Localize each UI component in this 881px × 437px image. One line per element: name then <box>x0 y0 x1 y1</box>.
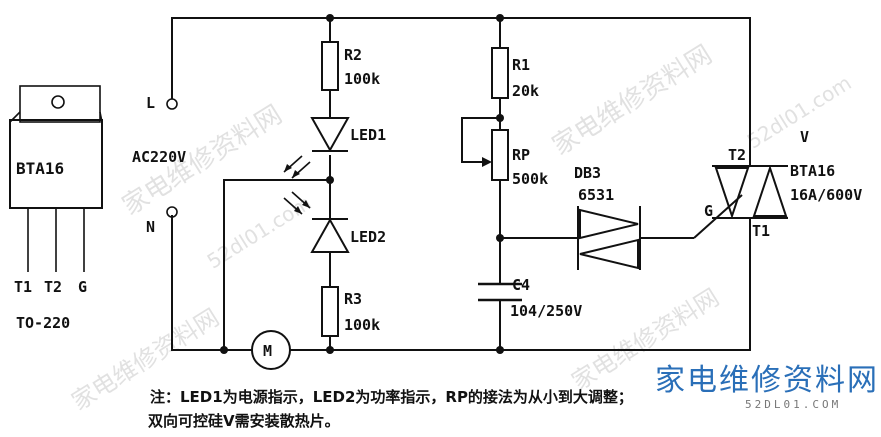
motor-symbol <box>251 330 291 370</box>
r3-name: R3 <box>344 290 362 308</box>
supply-n-label: N <box>146 218 155 236</box>
triac-rating: 16A/600V <box>790 186 862 204</box>
pin-t1-label: T1 <box>14 278 32 296</box>
note-line-2: 双向可控硅V需安装散热片。 <box>148 412 340 430</box>
package-case-label: TO-220 <box>16 314 70 332</box>
rp-name: RP <box>512 146 530 164</box>
pin-g-label: G <box>78 278 87 296</box>
potentiometer-rp <box>482 129 509 181</box>
supply-voltage-label: AC220V <box>132 148 186 166</box>
package-part-label: BTA16 <box>16 159 64 178</box>
terminal-l <box>166 98 178 110</box>
pin-t2-label: T2 <box>44 278 62 296</box>
led2-symbol <box>283 191 350 253</box>
triac-part: BTA16 <box>790 162 835 180</box>
db3-name: DB3 <box>574 164 601 182</box>
supply-l-label: L <box>146 94 155 112</box>
rp-value: 500k <box>512 170 548 188</box>
triac-symbol <box>712 164 788 220</box>
c4-name: C4 <box>512 276 530 294</box>
site-logo-url: 52DL01.COM <box>745 398 842 411</box>
triac-t2-label: T2 <box>728 146 746 164</box>
db3-value: 6531 <box>578 186 614 204</box>
to220-package <box>9 85 103 272</box>
diac-db3 <box>577 206 641 270</box>
motor-label: M <box>263 342 272 360</box>
c4-value: 104/250V <box>510 302 582 320</box>
junction-dots <box>220 14 504 354</box>
resistor-r2 <box>321 41 339 91</box>
resistor-r3 <box>321 286 339 337</box>
capacitor-c4 <box>478 282 522 302</box>
wires <box>171 17 751 351</box>
r3-value: 100k <box>344 316 380 334</box>
r1-value: 20k <box>512 82 539 100</box>
site-logo: 家电维修资料网 <box>655 363 879 398</box>
resistor-r1 <box>491 47 509 99</box>
led1-label: LED1 <box>350 126 386 144</box>
triac-ref: V <box>800 128 809 146</box>
triac-gate-label: G <box>704 202 713 220</box>
note-line-1: 注：LED1为电源指示，LED2为功率指示，RP的接法为从小到大调整； <box>150 388 633 406</box>
led1-symbol <box>283 117 350 179</box>
terminal-n <box>166 206 178 218</box>
led2-label: LED2 <box>350 228 386 246</box>
r2-name: R2 <box>344 46 362 64</box>
r2-value: 100k <box>344 70 380 88</box>
triac-t1-label: T1 <box>752 222 770 240</box>
r1-name: R1 <box>512 56 530 74</box>
